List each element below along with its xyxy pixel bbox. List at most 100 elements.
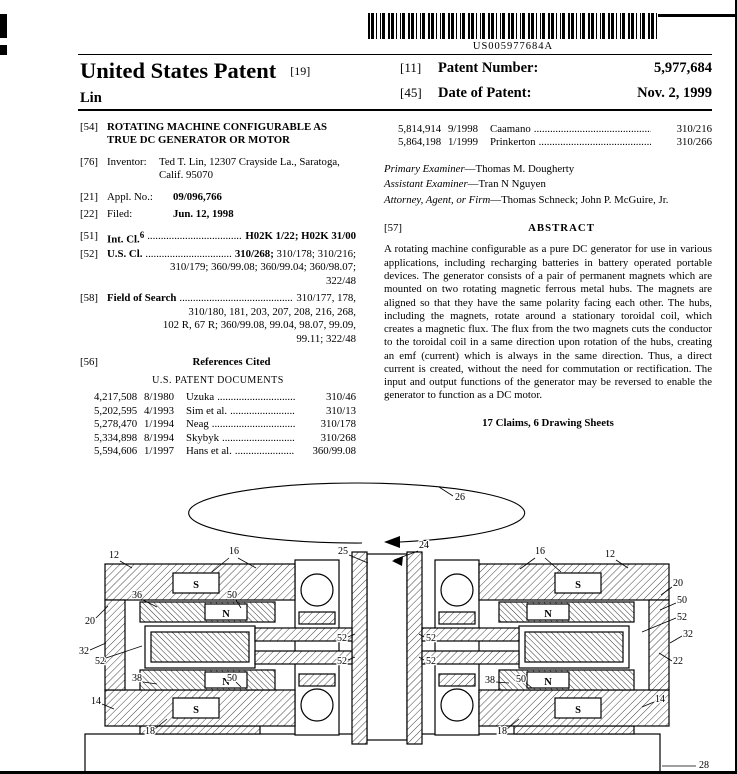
- leader-lines: [89, 486, 696, 767]
- patent-date-row: [45] Date of Patent: Nov. 2, 1999: [400, 85, 712, 101]
- patent-date: Nov. 2, 1999: [637, 85, 712, 101]
- filing-date-entry: [22] Filed: Jun. 12, 1998: [80, 208, 234, 221]
- patent-number: 5,977,684: [654, 60, 712, 76]
- svg-text:S: S: [193, 705, 199, 716]
- horizontal-rule: [78, 109, 712, 111]
- figure-callout: 20: [673, 578, 683, 589]
- scan-edge-mark: [0, 14, 7, 38]
- svg-text:S: S: [193, 580, 199, 591]
- figure-callout: 28: [699, 760, 709, 771]
- inid-19: [19]: [290, 64, 311, 78]
- inid-45: [45]: [400, 85, 422, 100]
- attorney-line: Attorney, Agent, or Firm—Thomas Schneck;…: [384, 193, 669, 206]
- figure-callout: 24: [419, 540, 429, 551]
- svg-text:S: S: [575, 580, 581, 591]
- inventor-surname: Lin: [80, 90, 102, 106]
- scan-edge-strip: [656, 14, 735, 17]
- primary-examiner-line: Primary Examiner—Thomas M. Dougherty: [384, 162, 575, 175]
- int-cl-value: H02K 1/22; H02K 31/00: [245, 229, 356, 242]
- figure-callout: 16: [535, 546, 545, 557]
- figure-callout: 18: [497, 726, 507, 737]
- svg-text:N: N: [222, 677, 230, 688]
- figure-callout: 50: [227, 590, 237, 601]
- inventor-name-address: Ted T. Lin, 12307 Crayside La., Saratoga…: [159, 155, 340, 182]
- svg-text:N: N: [544, 609, 552, 620]
- figure-callout: 12: [109, 550, 119, 561]
- inid-11: [11]: [400, 60, 422, 75]
- right-bearing: [434, 559, 480, 736]
- figure-callout: 14: [655, 694, 665, 705]
- figure-callout: 52: [95, 656, 105, 667]
- application-number: 09/096,766: [173, 190, 222, 203]
- figure-callout: 52: [426, 633, 436, 644]
- us-cl-entry: [52] U.S. Cl. ..........................…: [80, 247, 356, 287]
- figure-callout: 50: [227, 673, 237, 684]
- svg-text:S: S: [575, 705, 581, 716]
- figure-callout: 52: [337, 633, 347, 644]
- figure-callout: 32: [79, 646, 89, 657]
- filing-date: Jun. 12, 1998: [173, 208, 234, 221]
- svg-text:N: N: [222, 609, 230, 620]
- invention-title-entry: [54] ROTATING MACHINE CONFIGURABLE AS TR…: [80, 121, 356, 148]
- figure-callout: 22: [673, 656, 683, 667]
- figure-callout: 52: [337, 656, 347, 667]
- patent-figure: S N N S S N N S 26 25 24 12 16 20 36 50 …: [78, 482, 711, 771]
- references-cited-heading: [56] References Cited: [80, 356, 271, 369]
- inid-57: [57]: [384, 221, 402, 234]
- figure-callout: 38: [485, 675, 495, 686]
- shaft: [254, 551, 520, 745]
- barcode-number: US005977684A: [472, 41, 554, 52]
- invention-title: ROTATING MACHINE CONFIGURABLE AS TRUE DC…: [107, 121, 328, 147]
- abstract-text: A rotating machine configurable as a pur…: [384, 243, 712, 402]
- inventor-entry: [76] Inventor: Ted T. Lin, 12307 Craysid…: [80, 156, 356, 183]
- left-hub: [104, 563, 296, 727]
- figure-callout: 32: [683, 629, 693, 640]
- machine-base: [84, 725, 661, 771]
- figure-callout: 38: [132, 673, 142, 684]
- figure-callout: 25: [338, 546, 348, 557]
- abstract-heading: [57] ABSTRACT: [384, 221, 595, 234]
- patent-number-row: [11] Patent Number: 5,977,684: [400, 60, 712, 76]
- int-cl-entry: [51] Int. Cl.6 .........................…: [80, 229, 356, 246]
- figure-callout: 50: [516, 674, 526, 685]
- assistant-examiner-line: Assistant Examiner—Tran N Nguyen: [384, 178, 546, 191]
- examiner-block: Primary Examiner—Thomas M. Dougherty Ass…: [384, 162, 712, 208]
- claims-sheets-line: 17 Claims, 6 Drawing Sheets: [482, 416, 614, 429]
- arrow-24-head: [392, 556, 403, 566]
- figure-callout: 16: [229, 546, 239, 557]
- barcode: [368, 13, 658, 39]
- patent-number-block: [11] Patent Number: 5,977,684 [45] Date …: [400, 60, 712, 110]
- rotation-arrow-icon: [188, 482, 526, 548]
- document-title: United States Patent[19]: [80, 58, 311, 83]
- us-patent-documents-heading: U.S. PATENT DOCUMENTS: [152, 374, 284, 386]
- bibliographic-column: [54] ROTATING MACHINE CONFIGURABLE AS TR…: [80, 121, 356, 459]
- figure-callout: 52: [677, 612, 687, 623]
- left-bearing: [294, 559, 340, 736]
- magnet-polarity-labels: S N N S S N N S: [193, 580, 581, 716]
- right-hub: [478, 563, 670, 727]
- svg-text:N: N: [544, 677, 552, 688]
- figure-callout: 14: [91, 696, 101, 707]
- application-number-entry: [21] Appl. No.: 09/096,766: [80, 190, 222, 203]
- figure-callout: 26: [455, 492, 465, 503]
- figure-callout: 50: [677, 595, 687, 606]
- figure-callout: 20: [85, 616, 95, 627]
- figure-callouts: 26 25 24 12 16 20 36 50 32 52 38 50 14 1…: [78, 491, 711, 771]
- figure-callout: 36: [132, 590, 142, 601]
- figure-callout: 52: [426, 656, 436, 667]
- scan-edge-mark: [0, 45, 7, 55]
- figure-callout: 12: [605, 549, 615, 560]
- horizontal-rule: [78, 54, 712, 55]
- figure-callout: 18: [145, 726, 155, 737]
